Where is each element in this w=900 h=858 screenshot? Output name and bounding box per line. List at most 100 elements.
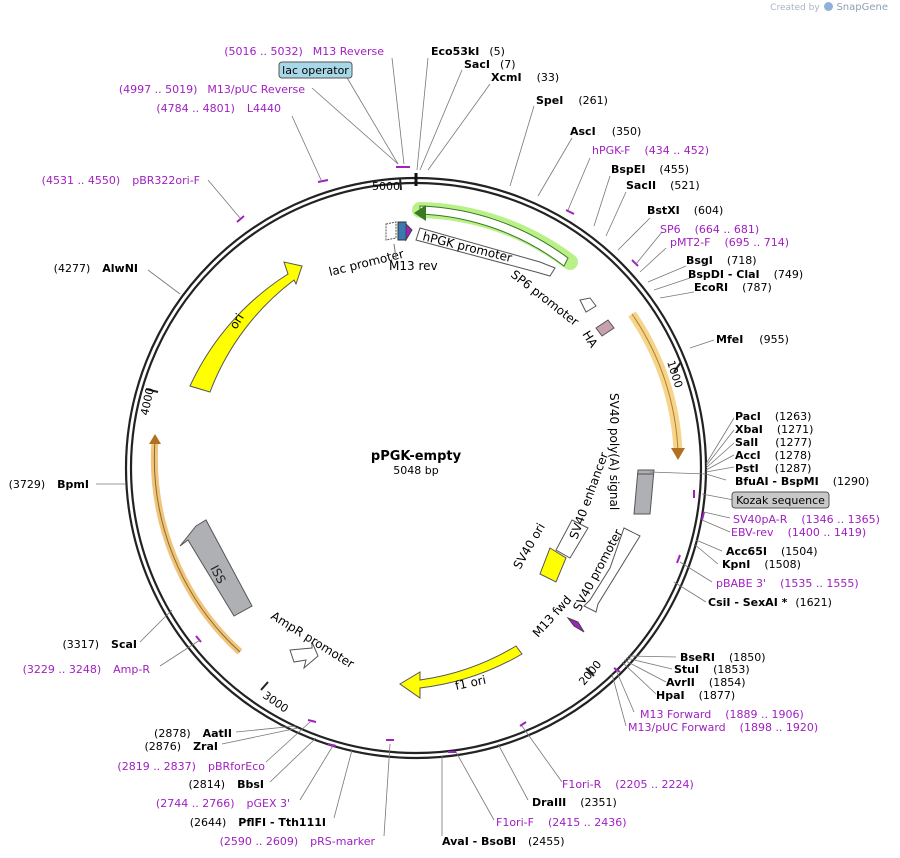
leader (649, 471, 707, 475)
leader (679, 561, 713, 583)
enzyme-label: AscI(350) (570, 125, 641, 138)
leader (705, 473, 727, 481)
leader (333, 749, 353, 819)
primer-mark (565, 209, 575, 215)
leader (269, 737, 317, 783)
leader (639, 247, 667, 273)
leader (695, 539, 723, 552)
leader (427, 83, 491, 171)
enzyme-label: BseRI(1850) (680, 651, 766, 664)
enzyme-label: BspDI - ClaI(749) (688, 268, 803, 281)
leader (299, 743, 335, 801)
lac-promoter-box (385, 221, 397, 241)
m13-rev-label: M13 rev (389, 259, 438, 273)
sv40-enhancer-box (555, 519, 589, 559)
leader (509, 105, 535, 187)
primer-mark (236, 215, 245, 223)
primer-mark (327, 743, 337, 747)
enzyme-label: BspEI(455) (611, 163, 689, 176)
leader (159, 639, 201, 667)
primer-label: EBV-rev(1400 .. 1419) (731, 526, 866, 539)
primer-label: (2590 .. 2609)pRS-marker (220, 835, 376, 848)
primer-labels-left: (5016 .. 5032)M13 Reverse (4997 .. 5019)… (23, 45, 385, 848)
leader (705, 429, 735, 467)
m13-fwd-marker (566, 616, 585, 633)
hpgk-promoter-arrow (415, 227, 556, 277)
scale-tick-4000 (145, 388, 159, 393)
ha-tag (595, 319, 615, 337)
iss-arrow (179, 519, 253, 617)
leader (705, 442, 735, 469)
primer-mark (307, 719, 317, 723)
leader-lines (96, 57, 735, 837)
enzyme-label: PacI(1263) (735, 410, 811, 423)
scale-tick-2000 (585, 667, 595, 677)
primer-mark (631, 259, 639, 267)
primer-mark (701, 511, 705, 521)
primer-label: M13 Forward(1889 .. 1906) (640, 708, 804, 721)
primer-label: SP6(664 .. 681) (660, 223, 759, 236)
enzyme-label: XbaI(1271) (735, 423, 813, 436)
leader (537, 137, 573, 197)
leader (291, 115, 323, 183)
enzyme-label: (4277)AlwNI (54, 262, 138, 275)
leader (647, 265, 687, 283)
leader (615, 669, 635, 713)
leader (521, 725, 563, 783)
plasmid-name: pPGK-empty (371, 449, 462, 464)
snapgene-credit: Created by SnapGene (770, 2, 888, 13)
scale-label-5000: 5000 (372, 180, 400, 193)
leader (391, 57, 405, 165)
enzyme-label: BsgI(718) (686, 254, 757, 267)
primer-label: (2744 .. 2766)pGEX 3' (156, 797, 290, 810)
enzyme-label: BstXI(604) (647, 204, 723, 217)
enzyme-label: Eco53kI(5) (431, 45, 505, 58)
leader (416, 57, 429, 171)
enzyme-label: SpeI(261) (536, 94, 608, 107)
leader (701, 493, 735, 501)
leader (611, 673, 627, 727)
enzyme-label: DraIII(2351) (532, 796, 617, 809)
enzyme-label: (2644)PflFI - Tth111I (190, 816, 326, 829)
sv40-polya-arc (631, 313, 679, 453)
primer-mark (676, 554, 681, 564)
boxed-labels: lac operator Kozak sequence (278, 61, 830, 509)
leader (311, 87, 399, 165)
sv40-enhancer-label: SV40 enhancer (567, 450, 611, 541)
primer-marks (195, 166, 705, 753)
ampr-arc (153, 439, 241, 653)
leader (703, 511, 731, 519)
enzyme-labels-left: (4277)AlwNI (3729)BpmI (3317)ScaI (2878)… (9, 262, 565, 848)
leader (673, 581, 707, 603)
lac-operator-badge (278, 61, 353, 79)
leader (653, 277, 691, 291)
leader (497, 743, 529, 801)
m13-rev-leader (393, 243, 397, 259)
ha-label: HA (579, 328, 600, 351)
enzyme-label: SacI(7) (464, 58, 516, 71)
sp6-promoter-arrow (579, 297, 597, 313)
hpgk-arrowhead (414, 205, 426, 221)
leader (701, 519, 731, 533)
m13-rev-marker (405, 222, 413, 242)
enzyme-label: PstI(1287) (735, 462, 811, 475)
lac-operator-box (397, 221, 407, 241)
leader (689, 339, 715, 349)
sp6-promoter-label: SP6 promoter (508, 267, 581, 329)
f1-ori-arrow (399, 645, 523, 699)
kozak-sequence-text: Kozak sequence (736, 494, 825, 507)
scale-label-2000: 2000 (576, 658, 604, 688)
sv40-polya-arrowhead (671, 448, 685, 460)
leader (605, 191, 627, 237)
primer-label: pBABE 3'(1535 .. 1555) (716, 577, 859, 590)
enzyme-label: HpaI(1877) (656, 689, 735, 702)
ampr-promoter-arrow (289, 641, 319, 670)
leader (705, 466, 735, 473)
enzyme-label: KpnI(1508) (722, 558, 801, 571)
leader (147, 269, 181, 295)
primer-mark (519, 721, 527, 727)
leader (383, 743, 391, 837)
enzyme-label: SacII(521) (626, 179, 700, 192)
primer-label: (4531 .. 4550)pBR322ori-F (42, 174, 200, 187)
